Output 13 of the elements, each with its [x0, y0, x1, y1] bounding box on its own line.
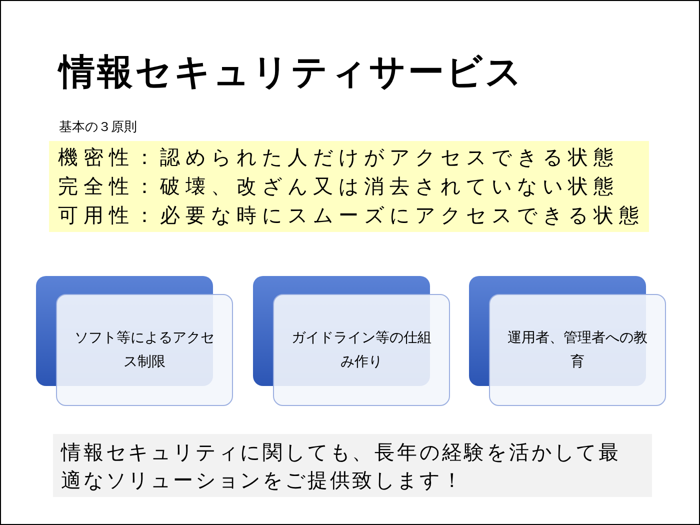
card-text: ガイドライン等の仕組み作り: [290, 329, 432, 372]
message-text: 情報セキュリティに関しても、長年の経験を活かして最適なソリューションをご提供致します！: [61, 438, 622, 494]
title: 情報セキュリティサービス: [59, 51, 524, 95]
card: [273, 294, 450, 406]
principle-text: 完全性：破壊、改ざん又は消去されていない状態: [58, 173, 620, 200]
subheading: 基本の３原則: [59, 119, 137, 137]
principle-text: 可用性：必要な時にスムーズにアクセスできる状態: [58, 202, 640, 229]
card-text: 運用者、管理者への教育: [506, 329, 648, 372]
card-text: ソフト等によるアクセス制限: [74, 329, 216, 372]
highlight-box: [49, 141, 649, 232]
card: [489, 294, 666, 406]
principle-text: 機密性：認められた人だけがアクセスできる状態: [58, 144, 620, 171]
card: [56, 294, 233, 406]
